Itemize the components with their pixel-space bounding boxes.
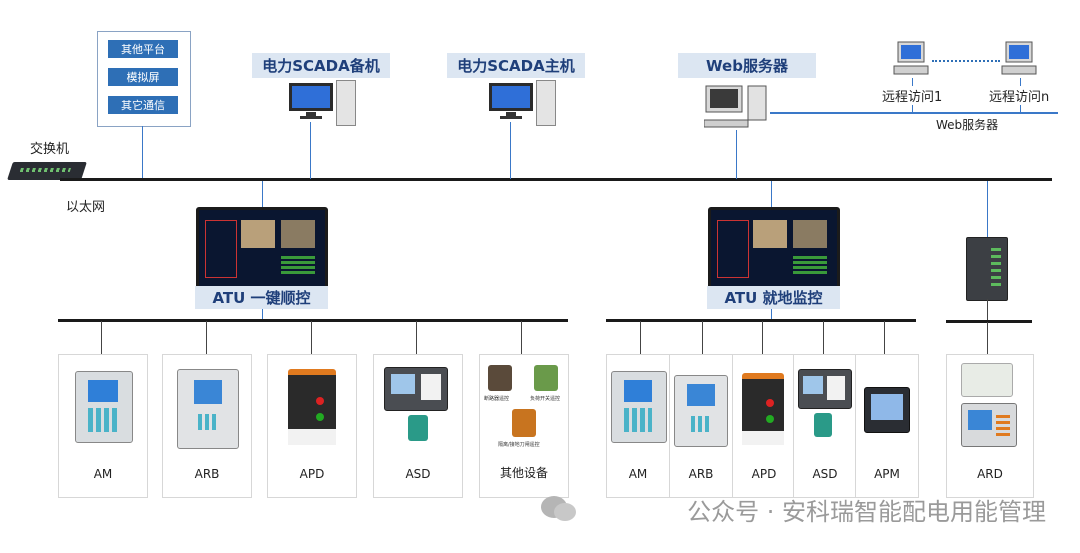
scada-backup-title: 电力SCADA备机 xyxy=(252,53,390,78)
wechat-icon xyxy=(540,494,578,524)
am-device-icon xyxy=(611,371,667,443)
gateway-device-icon xyxy=(966,237,1008,301)
g1-drop-5 xyxy=(521,321,522,354)
simulation-screen-button[interactable]: 模拟屏 xyxy=(108,68,178,86)
atu1-bus-link xyxy=(262,309,263,321)
remote-dotted-link xyxy=(932,60,1000,62)
g2-drop-3 xyxy=(762,321,763,354)
remoten-computer-icon xyxy=(1000,40,1038,78)
apm-device-icon xyxy=(864,387,910,433)
apd-device-icon xyxy=(742,373,784,445)
atu2-title: ATU 就地监控 xyxy=(707,286,840,309)
remoten-label: 远程访问n xyxy=(987,86,1052,105)
isolator-icon xyxy=(512,409,536,437)
scada-main-monitor-icon xyxy=(488,82,536,122)
device-card-arb-1[interactable]: ARB xyxy=(162,354,252,498)
web-remote-link xyxy=(770,112,1058,114)
device-label: APD xyxy=(299,467,325,481)
device-label: APM xyxy=(874,467,900,481)
arb-device-icon xyxy=(177,369,239,449)
other-comm-button[interactable]: 其它通信 xyxy=(108,96,178,114)
switch-label: 交换机 xyxy=(30,142,70,157)
device-card-am-2[interactable]: AM xyxy=(606,354,670,498)
gateway-bus-link xyxy=(987,299,988,321)
asd-sensor-icon xyxy=(814,413,832,437)
g1-drop-2 xyxy=(206,321,207,354)
device-label: AM xyxy=(93,467,113,481)
device-label: ARB xyxy=(688,467,714,481)
web-server-small-label: Web服务器 xyxy=(936,118,999,132)
g2-drop-1 xyxy=(640,321,641,354)
web-server-title: Web服务器 xyxy=(678,53,816,78)
remote1-computer-icon xyxy=(892,40,930,78)
device-label: ASD xyxy=(812,467,838,481)
scada-backup-link xyxy=(310,122,311,179)
atu2-link xyxy=(771,181,772,207)
asd-sensor-icon xyxy=(408,415,428,441)
asd-device-icon xyxy=(384,367,448,411)
watermark-text: 公众号 · 安科瑞智能配电用能管理 xyxy=(687,498,1046,526)
ethernet-bus xyxy=(60,178,1052,181)
scada-backup-monitor-icon xyxy=(288,82,336,119)
scada-backup-tower-icon xyxy=(336,80,356,126)
load-switch-icon xyxy=(534,365,558,391)
isolator-label: 隔离/接地刀闸遥控 xyxy=(498,442,540,448)
device-card-apd-1[interactable]: APD xyxy=(267,354,357,498)
g1-drop-4 xyxy=(416,321,417,354)
g2-drop-5 xyxy=(884,321,885,354)
atu1-screen xyxy=(196,207,328,289)
load-switch-label: 负荷开关遥控 xyxy=(530,396,561,402)
atu1-title: ATU 一键顺控 xyxy=(195,286,328,309)
apd-device-icon xyxy=(288,369,336,445)
device-card-other[interactable]: 断路器遥控 负荷开关遥控 隔离/接地刀闸遥控 其他设备 xyxy=(479,354,569,498)
other-platform-button[interactable]: 其他平台 xyxy=(108,40,178,58)
g2-drop-4 xyxy=(823,321,824,354)
device-label: ASD xyxy=(405,467,431,481)
device-label: APD xyxy=(751,467,777,481)
atu2-bus-link xyxy=(771,309,772,321)
scada-main-tower-icon xyxy=(536,80,556,126)
panel-link xyxy=(142,126,143,180)
group2-bus xyxy=(606,319,916,322)
breaker-icon xyxy=(488,365,512,391)
ard-module-icon xyxy=(961,363,1013,397)
device-card-asd-1[interactable]: ASD xyxy=(373,354,463,498)
atu2-screen xyxy=(708,207,840,289)
other-platform-panel: 其他平台 模拟屏 其它通信 xyxy=(97,31,191,127)
am-device-icon xyxy=(75,371,133,443)
scada-main-link xyxy=(510,122,511,179)
g1-drop-3 xyxy=(311,321,312,354)
g3-drop-1 xyxy=(987,322,988,354)
device-card-ard[interactable]: ARD xyxy=(946,354,1034,498)
device-label: AM xyxy=(628,467,648,481)
group1-bus xyxy=(58,319,568,322)
arb-device-icon xyxy=(674,375,728,447)
g1-drop-1 xyxy=(101,321,102,354)
scada-main-title: 电力SCADA主机 xyxy=(447,53,585,78)
device-card-am-1[interactable]: AM xyxy=(58,354,148,498)
device-card-arb-2[interactable]: ARB xyxy=(669,354,733,498)
group3-bus xyxy=(946,320,1032,323)
gateway-link xyxy=(987,181,988,237)
device-label: ARB xyxy=(194,467,220,481)
device-card-apm[interactable]: APM xyxy=(855,354,919,498)
asd-device-icon xyxy=(798,369,852,409)
ard-device-icon xyxy=(961,403,1017,447)
ethernet-label: 以太网 xyxy=(66,200,106,215)
device-card-apd-2[interactable]: APD xyxy=(732,354,796,498)
remote1-label: 远程访问1 xyxy=(880,86,945,105)
device-label: ARD xyxy=(977,467,1003,481)
breaker-label: 断路器遥控 xyxy=(484,396,510,402)
web-server-computer-icon xyxy=(703,84,770,130)
atu1-link xyxy=(262,181,263,207)
g2-drop-2 xyxy=(702,321,703,354)
web-server-link xyxy=(736,130,737,179)
device-card-asd-2[interactable]: ASD xyxy=(793,354,857,498)
device-label: 其他设备 xyxy=(499,466,548,480)
